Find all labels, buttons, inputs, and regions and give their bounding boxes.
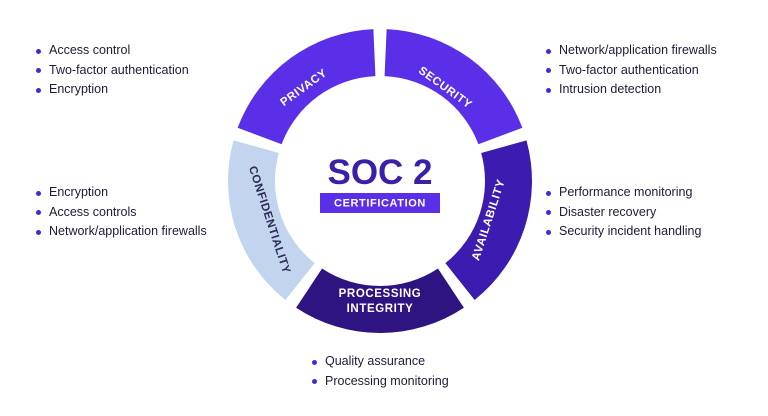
list-item: Two-factor authentication xyxy=(546,61,717,81)
processing-bullet-list: Quality assurance Processing monitoring xyxy=(312,352,449,391)
list-item: Processing monitoring xyxy=(312,372,449,392)
list-item: Disaster recovery xyxy=(546,203,701,223)
segment-security xyxy=(384,29,523,145)
privacy-bullet-list: Access control Two-factor authentication… xyxy=(36,41,189,100)
segment-availability xyxy=(445,140,532,300)
list-item: Encryption xyxy=(36,183,207,203)
certification-badge xyxy=(320,193,440,213)
segment-privacy xyxy=(237,29,376,145)
list-item: Security incident handling xyxy=(546,222,701,242)
list-item: Network/application firewalls xyxy=(546,41,717,61)
list-item: Encryption xyxy=(36,80,189,100)
list-item: Access controls xyxy=(36,203,207,223)
label-processing-line2: INTEGRITY xyxy=(347,303,414,315)
label-processing-line1: PROCESSING xyxy=(339,288,422,300)
availability-bullet-list: Performance monitoring Disaster recovery… xyxy=(546,183,701,242)
list-item: Access control xyxy=(36,41,189,61)
list-item: Intrusion detection xyxy=(546,80,717,100)
list-item: Performance monitoring xyxy=(546,183,701,203)
segment-processing-integrity xyxy=(296,268,464,333)
center-title: SOC 2 xyxy=(327,153,432,192)
list-item: Quality assurance xyxy=(312,352,449,372)
list-item: Network/application firewalls xyxy=(36,222,207,242)
segment-confidentiality xyxy=(228,140,315,300)
confidentiality-bullet-list: Encryption Access controls Network/appli… xyxy=(36,183,207,242)
center-subtitle: CERTIFICATION xyxy=(334,197,426,209)
security-bullet-list: Network/application firewalls Two-factor… xyxy=(546,41,717,100)
list-item: Two-factor authentication xyxy=(36,61,189,81)
